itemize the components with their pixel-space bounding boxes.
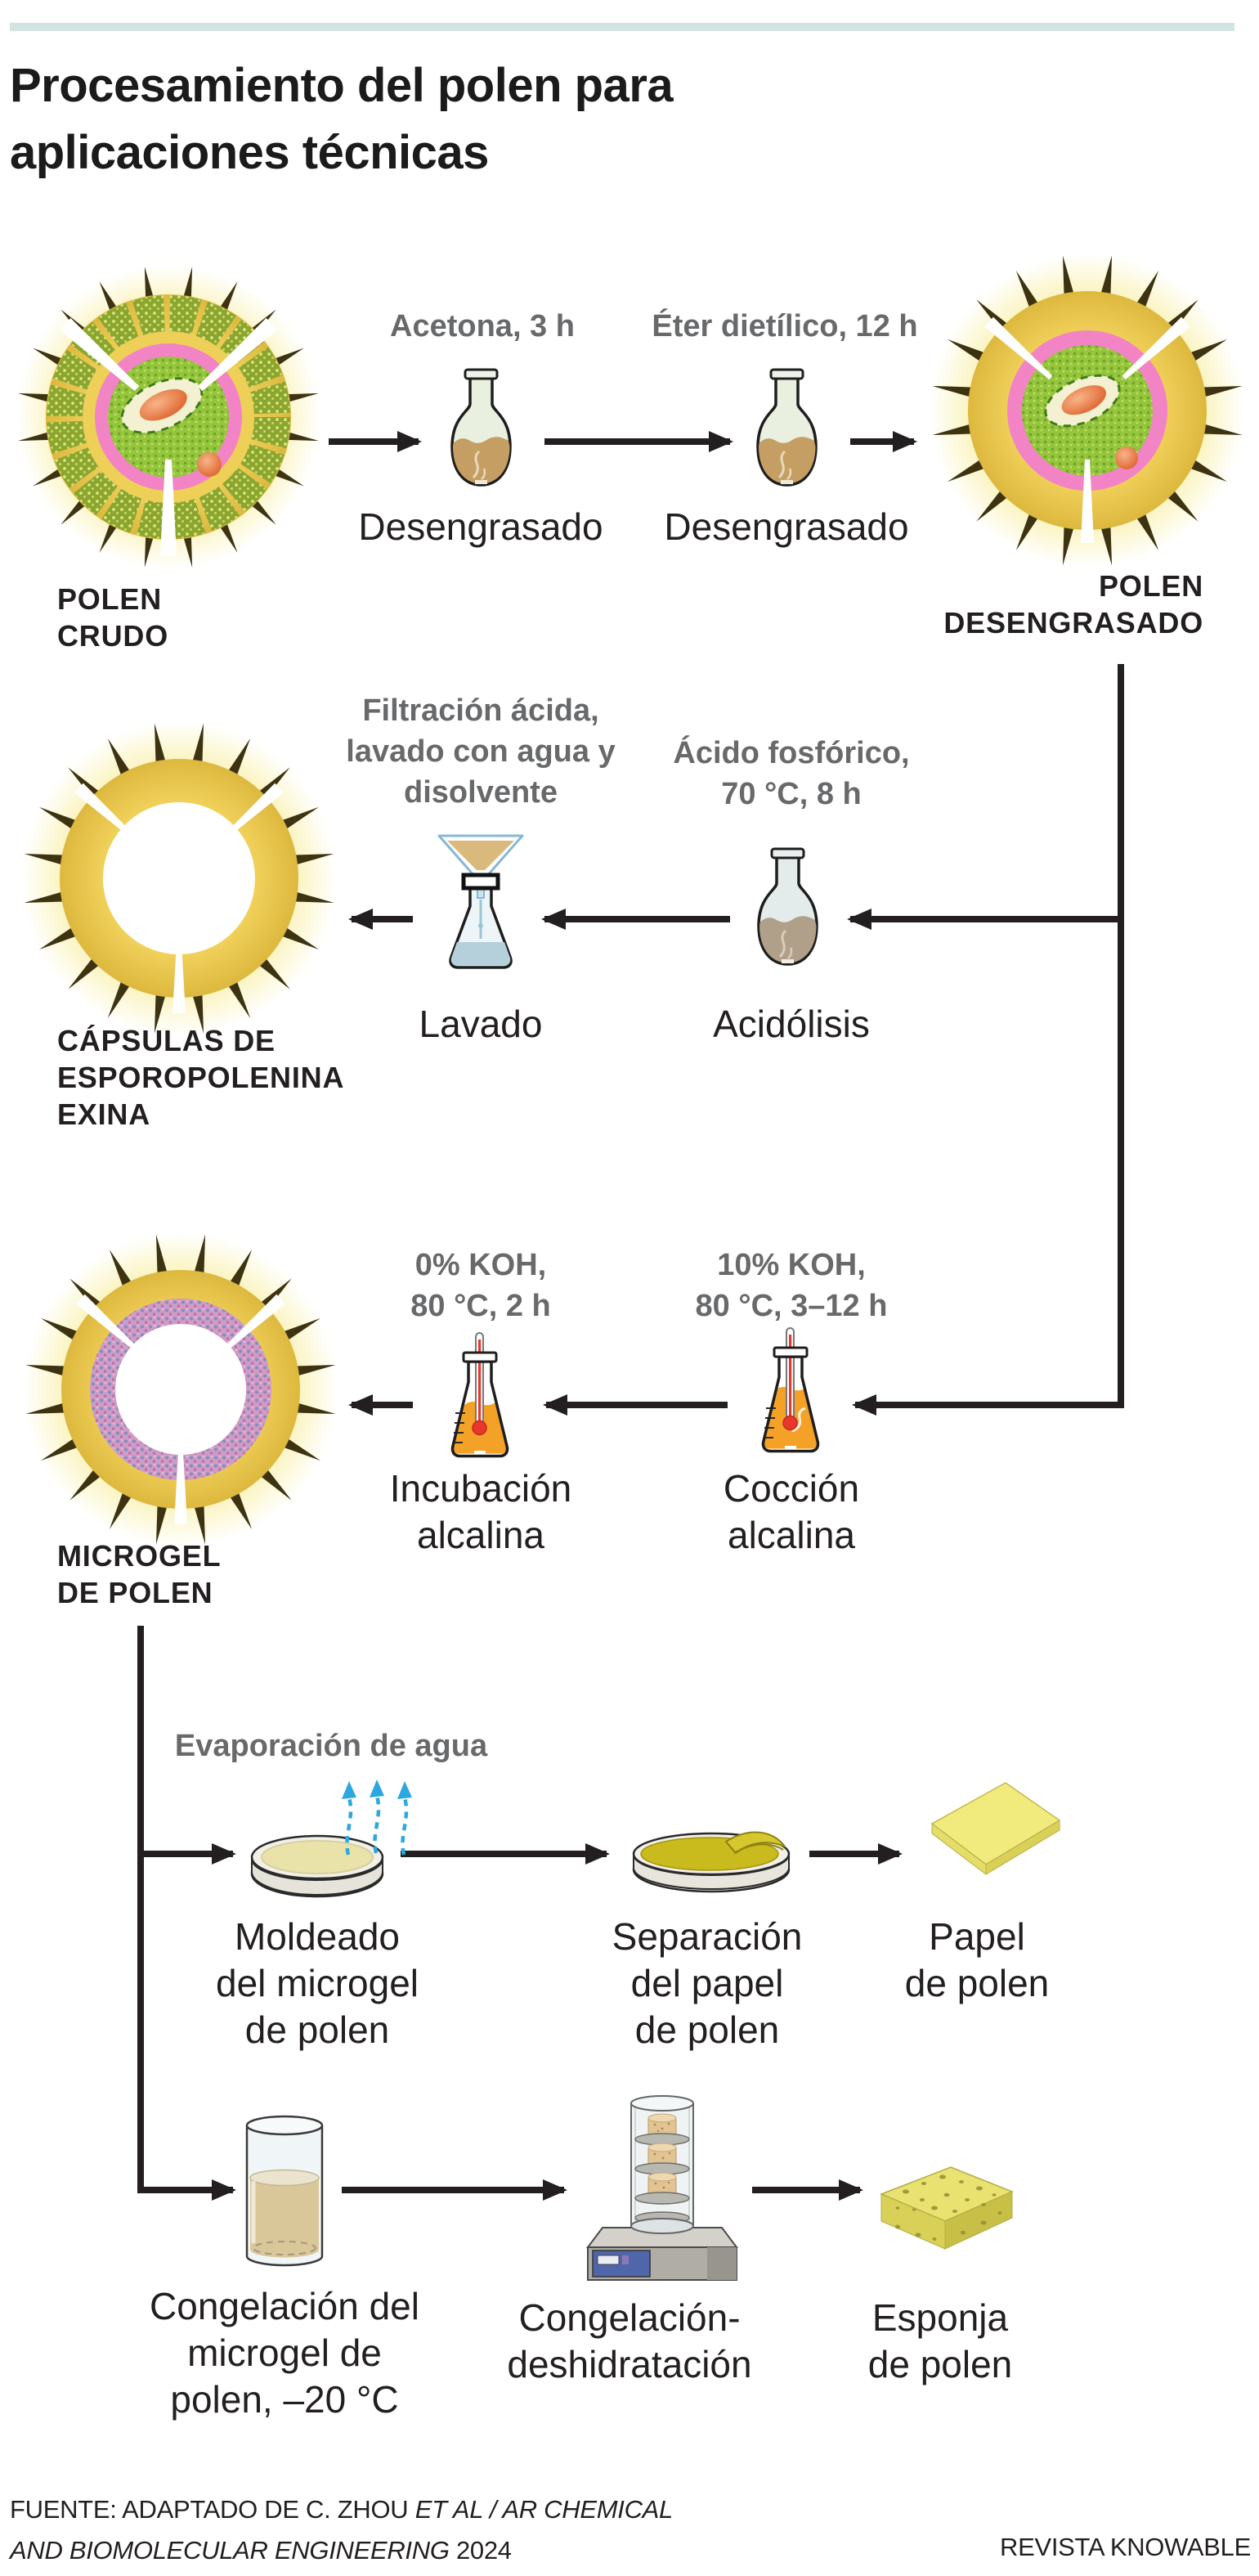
row2-step1-label: Lavado: [419, 1003, 543, 1045]
row3-step1-condition: 0% KOH, 80 °C, 2 h: [410, 1248, 551, 1323]
row2-step1-condition: Filtración ácida, lavado con agua y diso…: [346, 693, 616, 810]
defatted-pollen-grain-icon: [930, 254, 1244, 568]
apertures: [984, 316, 1190, 543]
apertures: [59, 317, 278, 556]
row4-step2-label: Separación del papel de polen: [612, 1915, 803, 2051]
peeling-film-dish-icon: [632, 1831, 791, 1893]
row5-step2-label: Congelación- deshidratación: [507, 2296, 752, 2385]
row1-step2-condition: Éter dietílico, 12 h: [652, 309, 918, 343]
trunk-left: [137, 1626, 236, 2201]
evaporation-arrows-icon: [342, 1779, 412, 1856]
raw-pollen-grain-icon: [16, 265, 320, 569]
row4-condition: Evaporación de agua: [174, 1729, 488, 1763]
sponge-pores: [895, 2174, 1002, 2241]
erlenmeyer-thermometer-icon: [450, 1332, 509, 1458]
row3-step2-label: Cocción alcalina: [723, 1467, 860, 1556]
node-label-defatted-pollen: POLEN DESENGRASADO: [943, 569, 1203, 640]
nucleus: [120, 377, 204, 434]
erlenmeyer-thermometer-icon: [761, 1327, 820, 1453]
source-normal-2: 2024: [449, 2536, 512, 2565]
row3-step1-label: Incubación alcalina: [389, 1467, 572, 1556]
row1-step1-condition: Acetona, 3 h: [390, 309, 575, 343]
source-normal-1: FUENTE: ADAPTADO DE C. ZHOU: [10, 2495, 415, 2524]
row4-step1-label: Moldeado del microgel de polen: [216, 1915, 419, 2051]
beaker-icon: [245, 2115, 324, 2267]
pollen-sponge-icon: [880, 2166, 1014, 2250]
microgel-grain-icon: [24, 1232, 338, 1546]
apertures: [74, 783, 284, 1013]
round-flask-acetone-icon: [450, 368, 512, 487]
apertures: [76, 1294, 285, 1524]
top-accent-bar: [10, 23, 1234, 31]
nucleus: [1044, 374, 1121, 428]
node-label-raw-pollen: POLEN CRUDO: [57, 582, 168, 653]
publisher-credit: REVISTA KNOWABLE: [999, 2533, 1251, 2561]
petri-dish-icon: [250, 1834, 384, 1898]
row2-step2-label: Acidólisis: [713, 1003, 870, 1045]
round-flask-ether-icon: [756, 368, 818, 487]
trunk-right: [852, 664, 1124, 1416]
row3-step2-condition: 10% KOH, 80 °C, 3–12 h: [695, 1248, 888, 1323]
source-italic-2: AND BIOMOLECULAR ENGINEERING: [10, 2536, 450, 2565]
node-label-exine-capsules: CÁPSULAS DE ESPOROPOLENINA EXINA: [57, 1024, 345, 1131]
node-label-pollen-microgel: MICROGEL DE POLEN: [57, 1539, 222, 1609]
source-italic-1: ET AL / AR CHEMICAL: [414, 2495, 674, 2524]
page-title: Procesamiento del polen para aplicacione…: [10, 59, 674, 179]
row5-step1-label: Congelación del microgel de polen, –20 °…: [150, 2285, 419, 2421]
exine-capsule-icon: [22, 721, 336, 1035]
filter-funnel-flask-icon: [437, 834, 524, 969]
source-note: FUENTE: ADAPTADO DE C. ZHOU ET AL / AR C…: [10, 2489, 909, 2571]
freeze-dryer-icon: [586, 2095, 738, 2281]
row4-result-label: Papel de polen: [904, 1915, 1050, 2004]
row5-result-label: Esponja de polen: [867, 2296, 1013, 2385]
row1-step1-label: Desengrasado: [358, 505, 603, 548]
row1-step2-label: Desengrasado: [664, 505, 909, 548]
pollen-paper-icon: [930, 1782, 1061, 1876]
row2-step2-condition: Ácido fosfórico, 70 °C, 8 h: [673, 736, 910, 811]
round-flask-acid-icon: [757, 847, 818, 966]
